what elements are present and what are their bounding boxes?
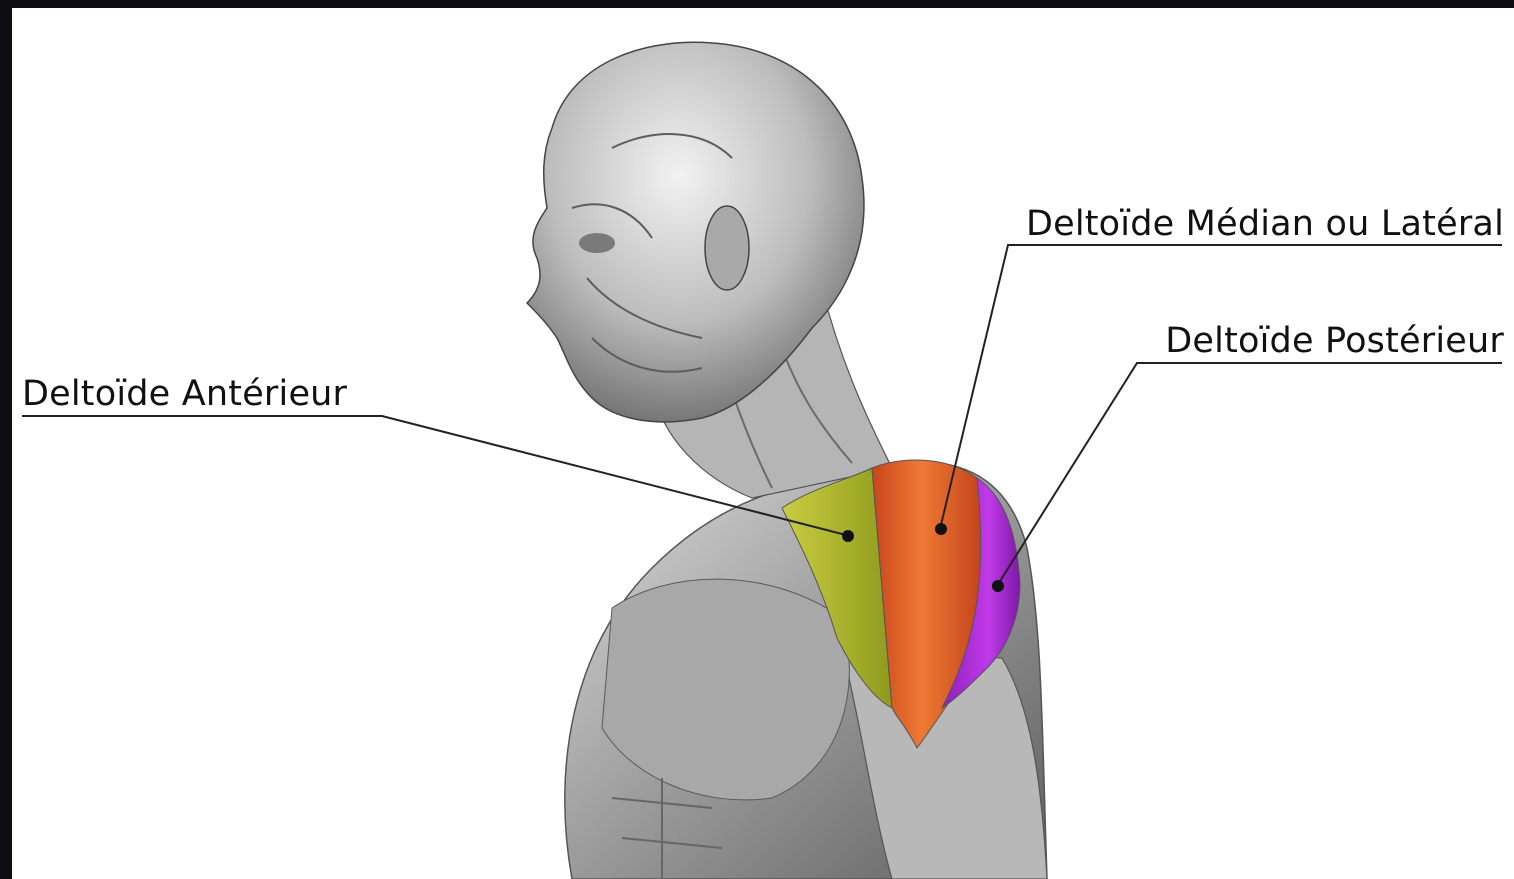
leader-line-posterior [997,363,1502,586]
pointer-dot-posterior [992,580,1004,592]
label-deltoid-median: Deltoïde Médian ou Latéral [1026,204,1504,244]
pointer-dot-median [935,523,947,535]
ear-shape [705,206,749,290]
anatomy-figure [12,8,1514,879]
pointer-dot-anterior [842,530,854,542]
diagram-canvas: Deltoïde Antérieur Deltoïde Médian ou La… [12,8,1514,879]
label-deltoid-posterior: Deltoïde Postérieur [1165,321,1504,361]
label-deltoid-anterior: Deltoïde Antérieur [22,374,347,414]
leader-line-median [940,245,1502,529]
pectoral-shape [602,579,849,800]
